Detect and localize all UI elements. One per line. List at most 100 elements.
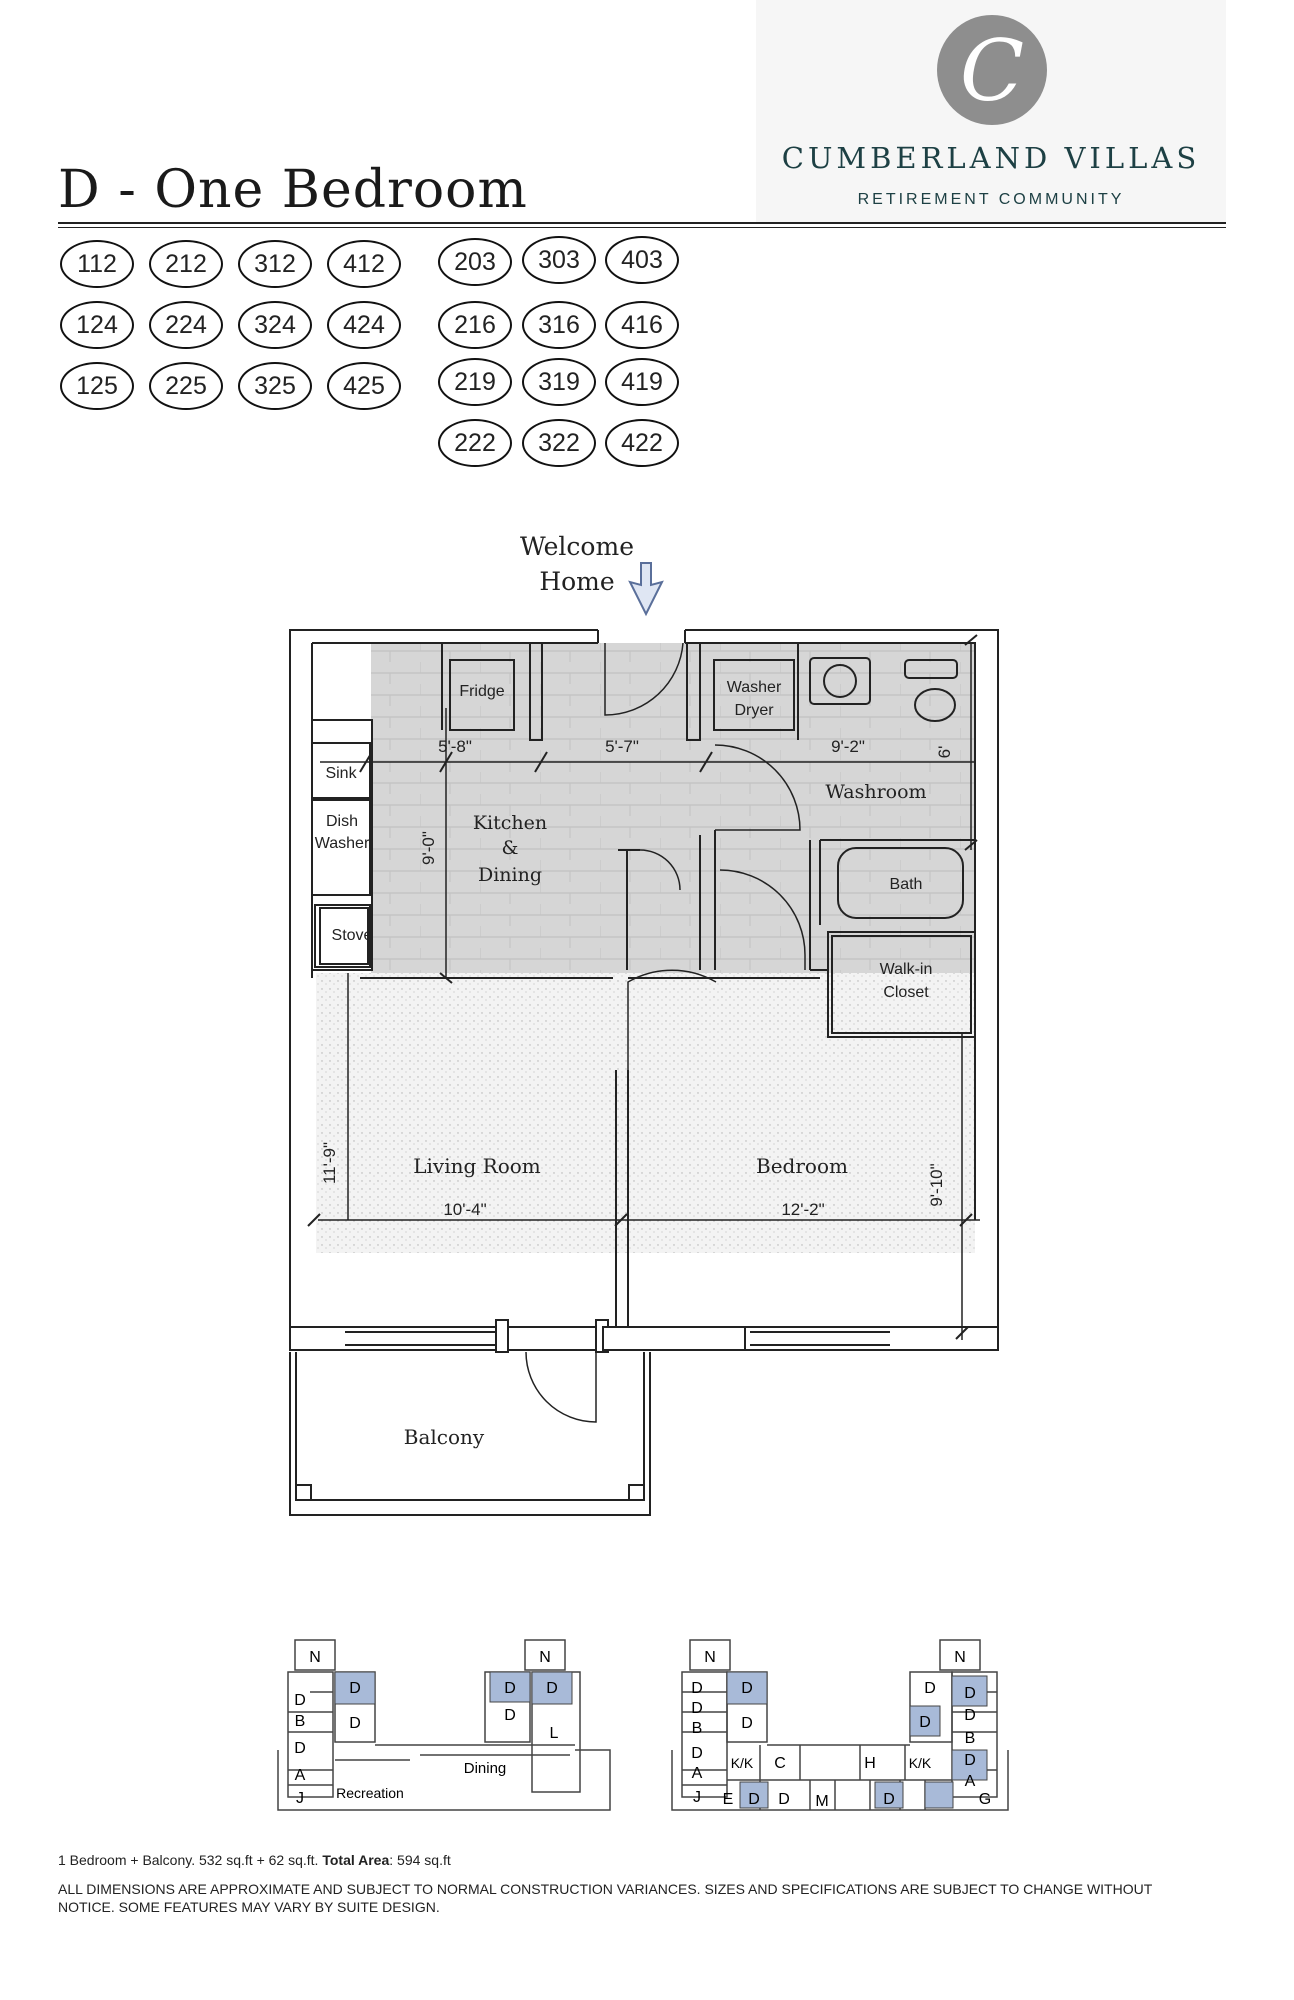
unit-badge: 125 (60, 362, 134, 410)
dim-living-width: 10'-4" (443, 1200, 486, 1219)
dim-kitchen-width: 5'-8" (438, 737, 472, 756)
kp-label: D (294, 1740, 306, 1757)
room-living: Living Room (413, 1154, 541, 1178)
unit-badge: 324 (238, 301, 312, 349)
title-rule (58, 222, 1226, 224)
dim-bedroom-depth: 9'-10" (927, 1163, 946, 1206)
unit-badge: 322 (522, 419, 596, 467)
carpet-floor-bedroom (624, 973, 975, 1253)
keyplan-highlight (909, 1705, 941, 1737)
unit-badge: 422 (605, 419, 679, 467)
keyplan-highlight (924, 1781, 954, 1809)
kp-label: D (883, 1791, 895, 1808)
kp-label: H (864, 1755, 876, 1772)
kp-label: C (774, 1755, 786, 1772)
kp-label: A (692, 1765, 703, 1782)
keyplan-highlight (951, 1749, 988, 1781)
unit-badge: 325 (238, 362, 312, 410)
kp-label: D (691, 1680, 703, 1697)
kp-label: D (741, 1680, 753, 1697)
unit-badge: 225 (149, 362, 223, 410)
unit-badge: 425 (327, 362, 401, 410)
kp-label: D (349, 1680, 361, 1697)
kp-label: D (294, 1692, 306, 1709)
kp-label: N (704, 1649, 716, 1666)
dim-kitchen-depth: 9'-0" (419, 831, 438, 865)
disclaimer: ALL DIMENSIONS ARE APPROXIMATE AND SUBJE… (58, 1881, 1153, 1915)
brand-name: CUMBERLAND VILLAS (781, 141, 1201, 175)
kp-label: D (691, 1745, 703, 1762)
dim-washroom-width: 9'-2" (831, 737, 865, 756)
label-sink: Sink (325, 765, 357, 782)
unit-badge: 424 (327, 301, 401, 349)
room-bedroom: Bedroom (756, 1154, 848, 1178)
kp-label: D (504, 1680, 516, 1697)
title-rule-thin (58, 227, 1226, 228)
kp-label: K/K (731, 1755, 754, 1771)
unit-badge: 112 (60, 240, 134, 288)
keyplan-highlight (739, 1781, 769, 1809)
entry-label-2: Home (539, 567, 614, 596)
kp-label: G (979, 1791, 991, 1808)
kp-label: K/K (909, 1755, 932, 1771)
room-balcony: Balcony (404, 1425, 485, 1449)
kp-label: D (964, 1707, 976, 1724)
unit-badge: 203 (438, 238, 512, 286)
kp-label: D (748, 1791, 760, 1808)
kp-label: J (693, 1789, 701, 1806)
kp-dining: Dining (464, 1760, 507, 1777)
kp-label: A (295, 1767, 306, 1784)
label-walkin: Walk-in (880, 961, 933, 978)
kp-recreation: Recreation (336, 1785, 404, 1801)
area-value: : 594 sq.ft (389, 1852, 451, 1868)
logo-letter: C (960, 22, 1024, 120)
kp-label: D (778, 1791, 790, 1808)
unit-badge: 316 (522, 301, 596, 349)
kp-label: N (309, 1649, 321, 1666)
label-bath: Bath (890, 876, 923, 893)
label-dish: Dish (326, 813, 358, 830)
unit-badge: 224 (149, 301, 223, 349)
logo-circle (937, 15, 1047, 125)
unit-badge: 212 (149, 240, 223, 288)
unit-badge: 222 (438, 419, 512, 467)
label-stove: Stove (332, 927, 373, 944)
room-dining: Dining (478, 864, 542, 886)
unit-badge: 303 (522, 236, 596, 284)
kp-label: D (964, 1752, 976, 1769)
keyplan-floor-1: N N D D D B D A J D D D L Recreation Din… (277, 1639, 611, 1811)
entry-arrow-icon (628, 562, 664, 617)
unit-badge: 412 (327, 240, 401, 288)
kp-label: D (349, 1715, 361, 1732)
unit-badge: 219 (438, 358, 512, 406)
kp-label: N (539, 1649, 551, 1666)
entry-label-1: Welcome (520, 532, 634, 561)
kp-label: D (964, 1685, 976, 1702)
kp-label: J (296, 1790, 304, 1807)
label-closet: Closet (883, 984, 929, 1001)
kp-label: D (741, 1715, 753, 1732)
kp-label: N (954, 1649, 966, 1666)
kp-label: D (691, 1700, 703, 1717)
kp-label: D (924, 1680, 936, 1697)
keyplan-highlight (334, 1671, 376, 1705)
label-dish-washer: Washer (315, 835, 370, 852)
dim-hall-width: 5'-7" (605, 737, 639, 756)
kp-label: D (546, 1680, 558, 1697)
kp-label: B (692, 1720, 703, 1737)
kp-label: M (815, 1793, 828, 1810)
label-fridge: Fridge (459, 683, 504, 700)
kp-label: D (504, 1707, 516, 1724)
unit-badge: 416 (605, 301, 679, 349)
kp-label: B (295, 1713, 306, 1730)
kp-label: B (965, 1730, 976, 1747)
brand-logo-mark: C (937, 15, 1047, 125)
unit-badge: 216 (438, 301, 512, 349)
area-summary: 1 Bedroom + Balcony. 532 sq.ft + 62 sq.f… (58, 1852, 451, 1868)
dim-bedroom-width: 12'-2" (781, 1200, 824, 1219)
keyplan-highlight (874, 1781, 904, 1809)
kp-label: D (919, 1714, 931, 1731)
keyplan-highlight (531, 1671, 573, 1705)
area-prefix: 1 Bedroom + Balcony. 532 sq.ft + 62 sq.f… (58, 1852, 323, 1868)
label-dryer: Dryer (734, 702, 774, 719)
